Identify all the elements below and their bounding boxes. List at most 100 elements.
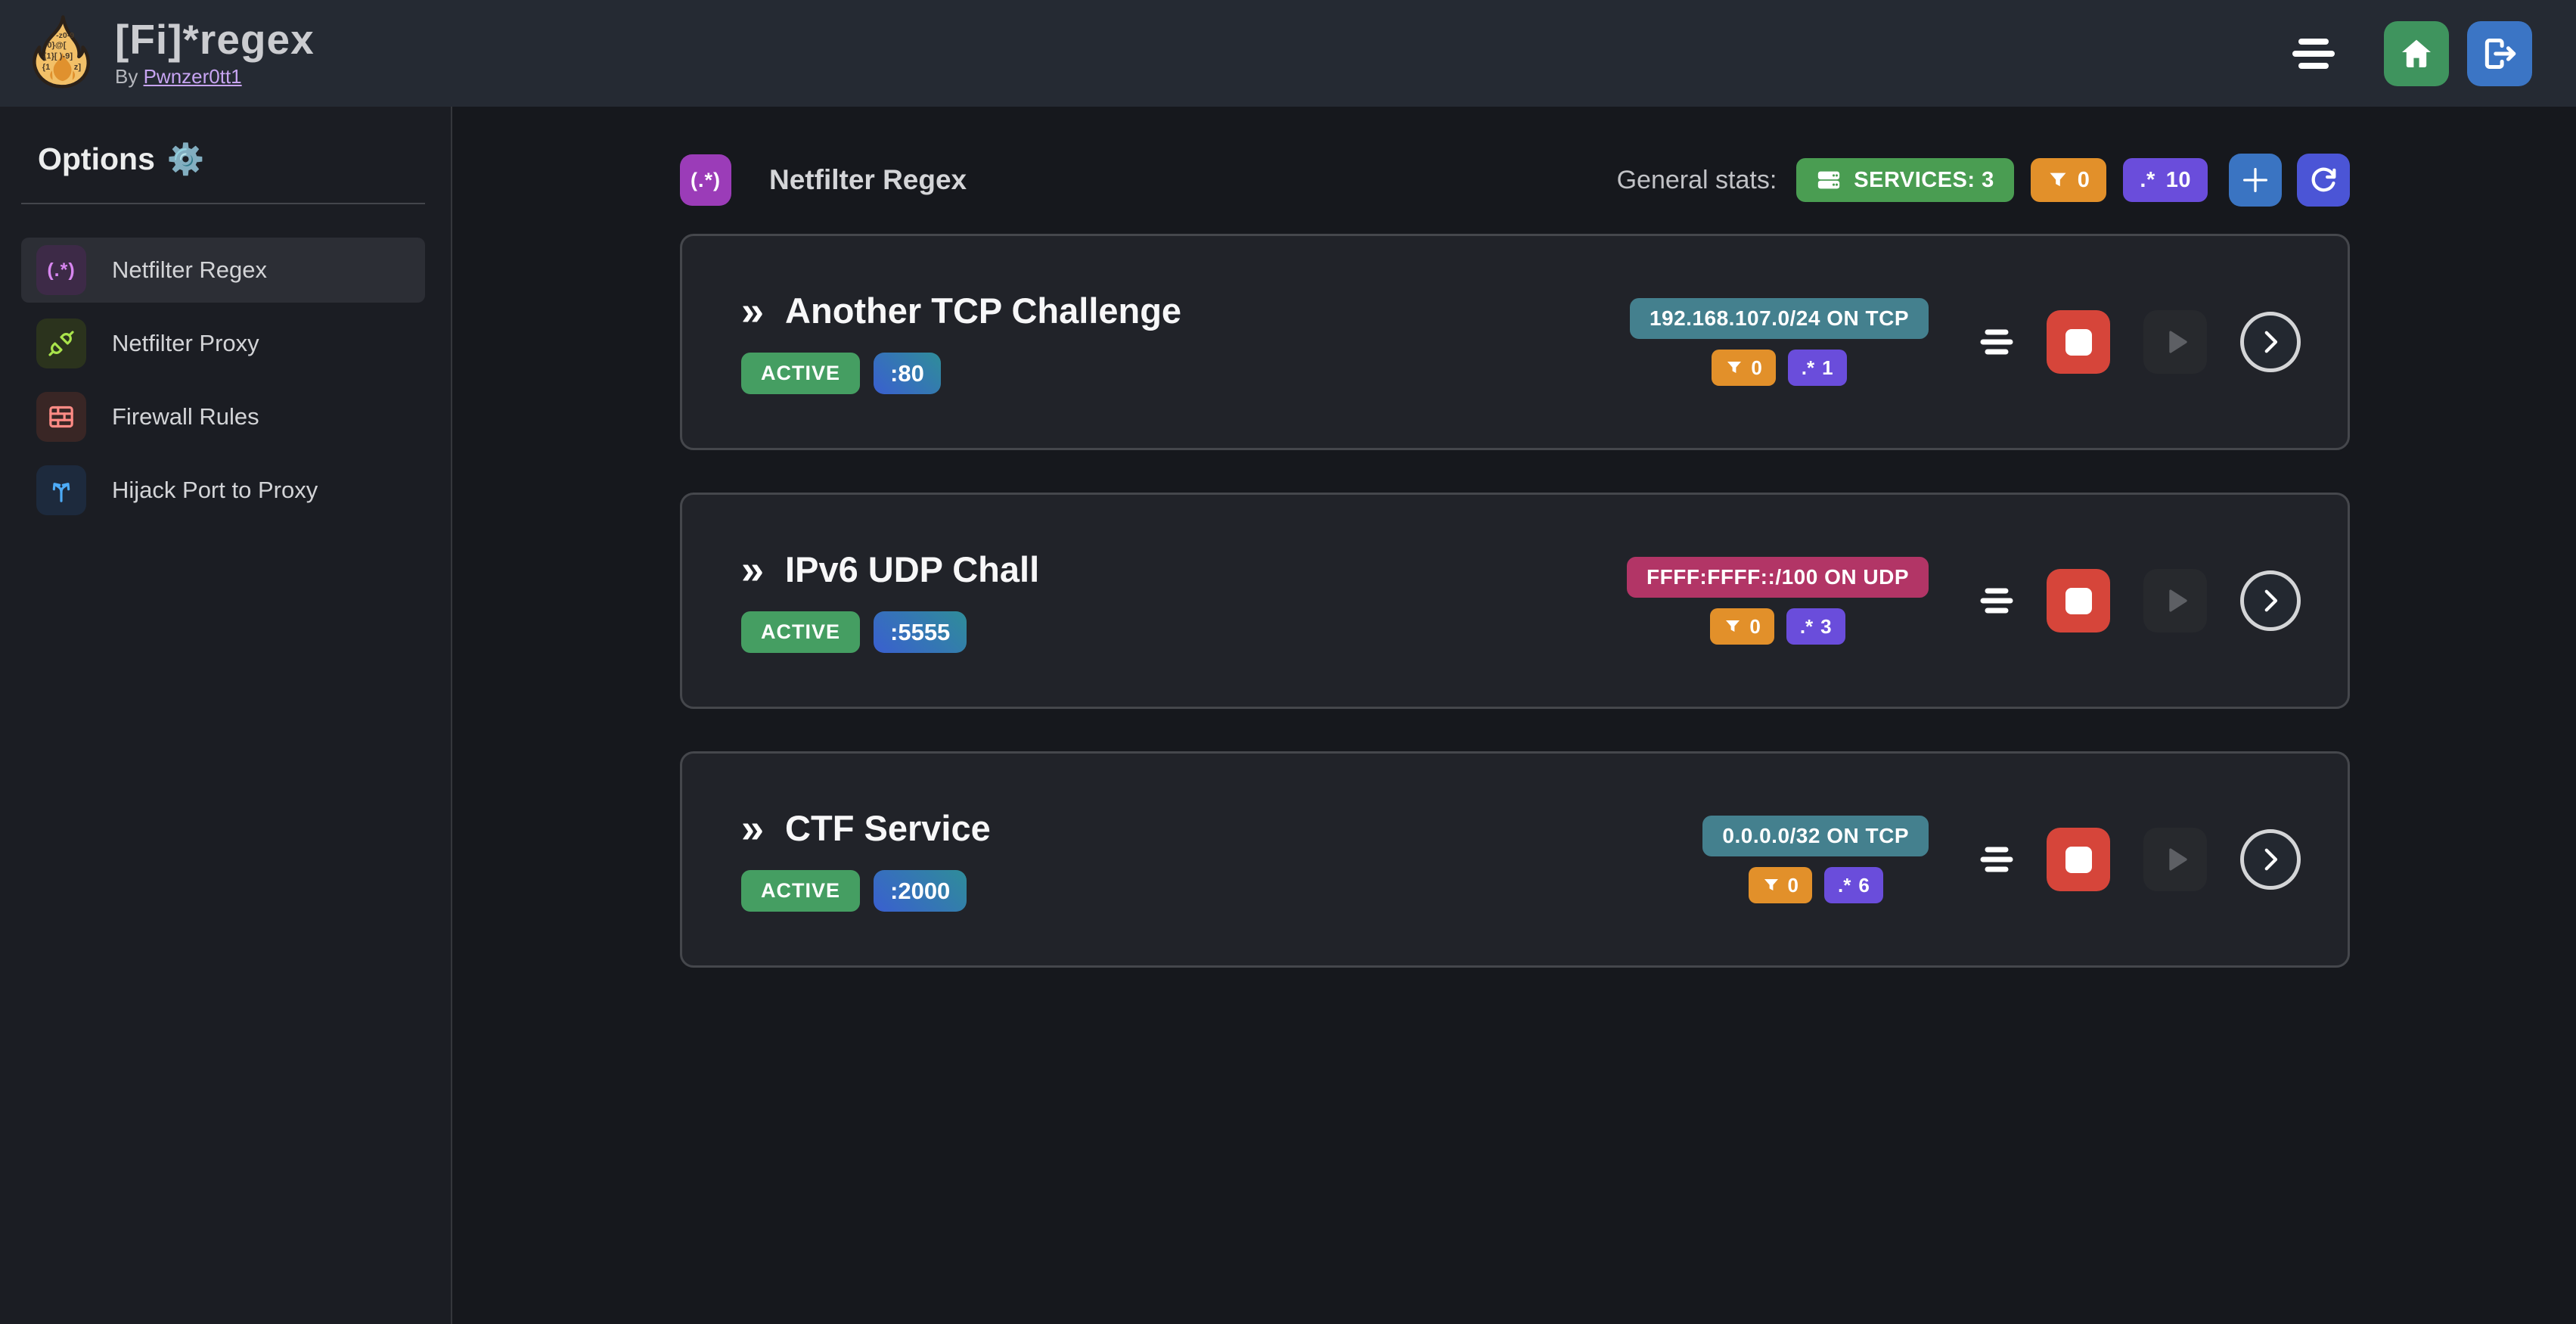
service-info: » Another TCP Challenge ACTIVE :80 <box>741 290 1630 394</box>
home-button[interactable] <box>2384 20 2449 86</box>
refresh-button[interactable] <box>2297 154 2350 207</box>
svg-text:-z0-9: -z0-9 <box>56 31 74 40</box>
logout-button[interactable] <box>2467 20 2532 86</box>
stop-service-button[interactable] <box>2047 828 2110 891</box>
add-service-button[interactable] <box>2229 154 2282 207</box>
svg-text:{1}[ )-9]: {1}[ )-9] <box>43 51 73 61</box>
menu-toggle-button[interactable] <box>2292 37 2335 70</box>
regex-icon: (.*) <box>36 245 86 295</box>
main-header: (.*) Netfilter Regex General stats: SERV… <box>680 154 2350 207</box>
sidebar-nav: (.*) Netfilter Regex Netfilter Proxy <box>21 238 425 523</box>
service-menu-button[interactable] <box>1980 328 2013 356</box>
chevrons-right-icon: » <box>741 546 765 592</box>
address-badge: FFFF:FFFF::/100 ON UDP <box>1627 557 1929 598</box>
start-service-button[interactable] <box>2143 828 2207 891</box>
address-badge: 0.0.0.0/32 ON TCP <box>1702 816 1929 856</box>
sidebar-item-hijack-port[interactable]: Hijack Port to Proxy <box>21 458 425 523</box>
stop-service-button[interactable] <box>2047 569 2110 632</box>
firegex-flame-logo: -z0-9 0}@[ {1}[ )-9] {1 z] <box>33 14 90 89</box>
service-name: Another TCP Challenge <box>785 291 1182 331</box>
filters-count-badge: 0 <box>1710 608 1774 645</box>
regex-glyph-icon: .* <box>1838 873 1851 897</box>
server-icon <box>1818 171 1840 189</box>
sidebar-item-label: Netfilter Regex <box>112 256 268 283</box>
general-stats: General stats: SERVICES: 3 0 <box>1617 154 2350 207</box>
topbar-actions <box>2292 20 2532 86</box>
sidebar-item-netfilter-regex[interactable]: (.*) Netfilter Regex <box>21 238 425 303</box>
filters-count-badge: 0 <box>1748 867 1813 903</box>
funnel-icon <box>1764 879 1778 890</box>
regex-glyph-icon: .* <box>2140 167 2155 192</box>
split-arrows-icon <box>36 465 86 515</box>
gear-icon: ⚙️ <box>166 142 205 176</box>
app-title-block: [Fi]*regex By Pwnzer0tt1 <box>115 16 315 89</box>
stop-icon <box>2065 587 2092 614</box>
sidebar-item-label: Netfilter Proxy <box>112 330 259 356</box>
start-service-button[interactable] <box>2143 569 2207 632</box>
brick-wall-icon <box>36 392 86 442</box>
port-badge: :80 <box>874 353 941 394</box>
svg-text:0}@[: 0}@[ <box>47 41 66 50</box>
service-info: » CTF Service ACTIVE :2000 <box>741 807 1702 912</box>
sidebar-item-firewall-rules[interactable]: Firewall Rules <box>21 384 425 449</box>
sidebar-item-netfilter-proxy[interactable]: Netfilter Proxy <box>21 311 425 376</box>
byline: By Pwnzer0tt1 <box>115 64 242 88</box>
total-regex-badge: .* 10 <box>2123 158 2208 202</box>
service-name: CTF Service <box>785 808 991 848</box>
regex-glyph-icon: .* <box>1801 356 1815 379</box>
status-badge: ACTIVE <box>741 611 861 653</box>
address-badge: 192.168.107.0/24 ON TCP <box>1629 298 1929 339</box>
play-icon <box>2169 331 2187 353</box>
chevron-right-icon <box>2264 331 2278 353</box>
status-badge: ACTIVE <box>741 870 861 912</box>
service-actions: FFFF:FFFF::/100 ON UDP 0 .* 3 <box>1627 557 2301 645</box>
refresh-icon <box>2311 167 2336 192</box>
sidebar-item-label: Firewall Rules <box>112 403 259 430</box>
stop-icon <box>2065 846 2092 873</box>
stop-service-button[interactable] <box>2047 310 2110 374</box>
funnel-icon <box>2050 172 2066 187</box>
regex-count-badge: .* 1 <box>1787 350 1847 386</box>
menu-lines-icon <box>1980 588 2013 614</box>
open-service-button[interactable] <box>2240 570 2301 631</box>
service-stats: 192.168.107.0/24 ON TCP 0 .* 1 <box>1629 298 1929 386</box>
sidebar-header: Options ⚙️ <box>21 141 425 177</box>
chevron-right-icon <box>2264 848 2278 871</box>
play-icon <box>2169 589 2187 612</box>
svg-text:{1: {1 <box>42 63 51 72</box>
home-icon <box>2402 39 2431 67</box>
start-service-button[interactable] <box>2143 310 2207 374</box>
section-title: Netfilter Regex <box>769 164 967 195</box>
plus-icon <box>2242 167 2268 193</box>
regex-count-badge: .* 3 <box>1786 608 1845 645</box>
sidebar-title: Options <box>38 141 155 176</box>
chevrons-right-icon: » <box>741 287 765 334</box>
service-actions: 192.168.107.0/24 ON TCP 0 .* 1 <box>1629 298 2301 386</box>
open-service-button[interactable] <box>2240 312 2301 372</box>
service-info: » IPv6 UDP Chall ACTIVE :5555 <box>741 549 1627 653</box>
menu-lines-icon <box>1980 847 2013 872</box>
filters-count-badge: 0 <box>1712 350 1776 386</box>
service-menu-button[interactable] <box>1980 846 2013 873</box>
service-menu-button[interactable] <box>1980 587 2013 614</box>
logout-icon <box>2484 38 2516 69</box>
sidebar: Options ⚙️ (.*) Netfilter Regex Netfilte… <box>0 107 452 1324</box>
service-list: » Another TCP Challenge ACTIVE :80 192.1… <box>680 234 2350 968</box>
svg-text:z]: z] <box>74 63 82 72</box>
service-name: IPv6 UDP Chall <box>785 549 1040 589</box>
service-card: » IPv6 UDP Chall ACTIVE :5555 FFFF:FFFF:… <box>680 493 2350 709</box>
status-badge: ACTIVE <box>741 353 861 394</box>
service-card: » CTF Service ACTIVE :2000 0.0.0.0/32 ON… <box>680 751 2350 968</box>
stop-icon <box>2065 328 2092 356</box>
chevrons-right-icon: » <box>741 805 765 851</box>
sidebar-item-label: Hijack Port to Proxy <box>112 477 318 503</box>
port-badge: :2000 <box>874 870 967 912</box>
app-title: [Fi]*regex <box>115 16 315 64</box>
funnel-icon <box>1726 620 1740 632</box>
funnel-icon <box>1727 362 1742 373</box>
menu-lines-icon <box>1980 329 2013 355</box>
open-service-button[interactable] <box>2240 829 2301 890</box>
author-link[interactable]: Pwnzer0tt1 <box>143 64 242 88</box>
port-badge: :5555 <box>874 611 967 653</box>
stats-label: General stats: <box>1616 165 1777 194</box>
